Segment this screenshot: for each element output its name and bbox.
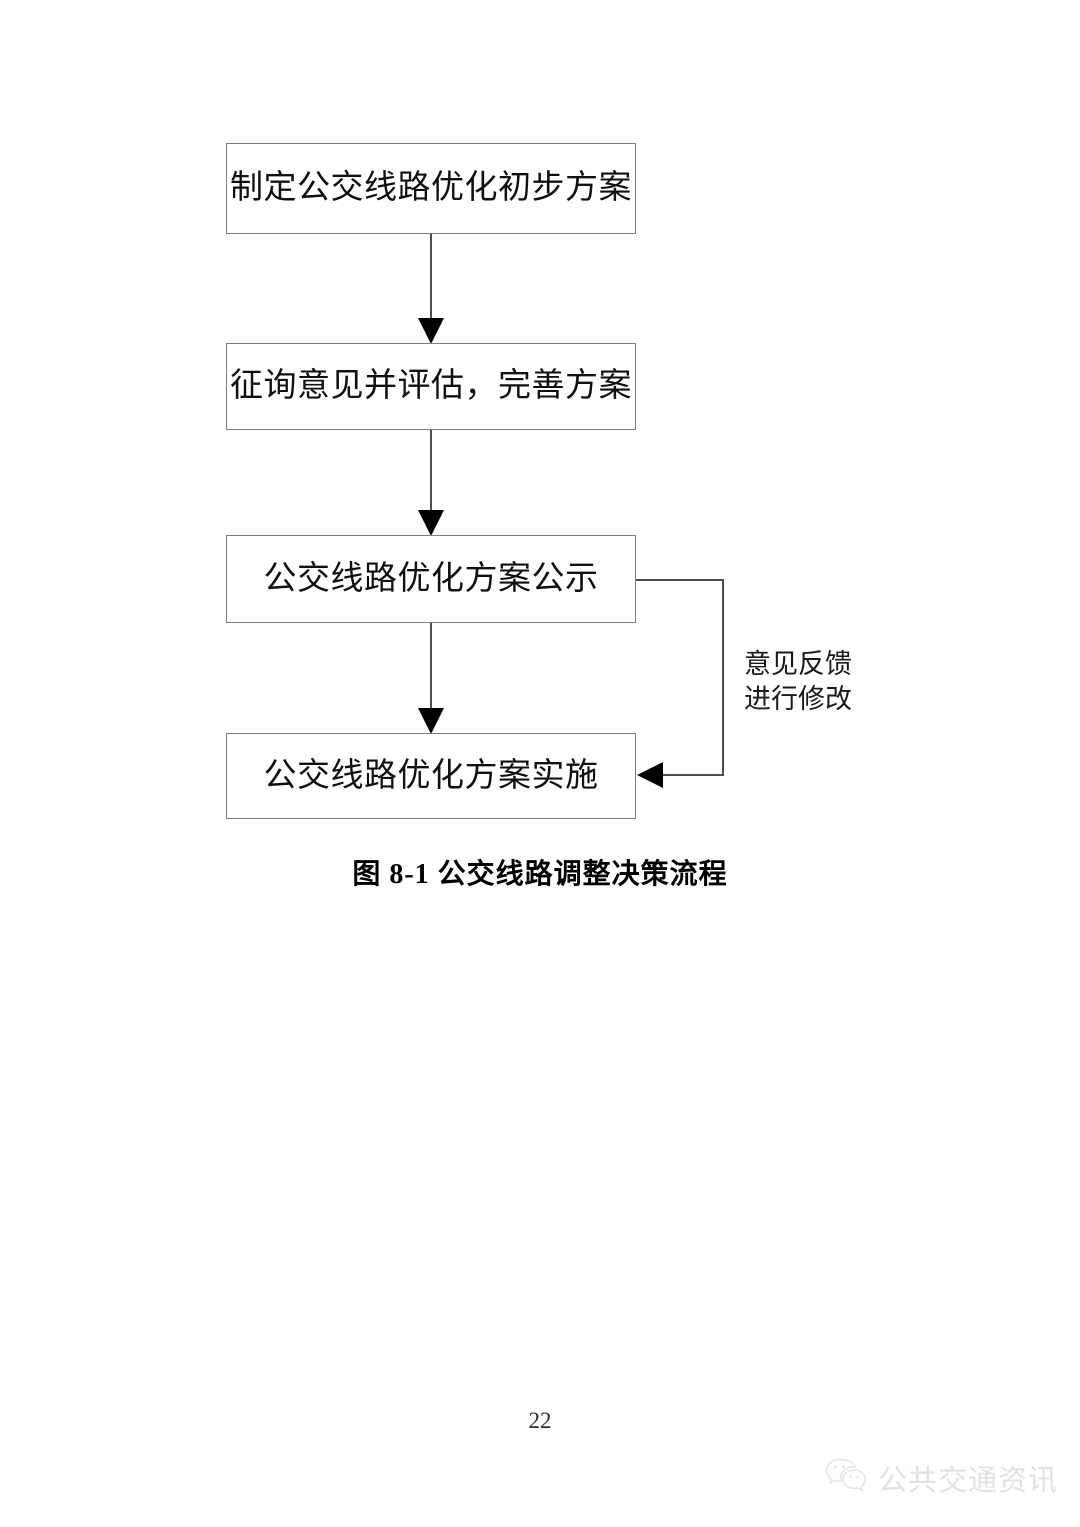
- flow-node-consult-evaluate: 征询意见并评估，完善方案: [226, 343, 636, 430]
- figure-caption: 图 8-1 公交线路调整决策流程: [352, 859, 728, 890]
- flow-node-label: 制定公交线路优化初步方案: [230, 170, 632, 207]
- flow-node-implement-plan: 公交线路优化方案实施: [226, 733, 636, 819]
- feedback-loop-label-line2: 进行修改: [744, 683, 852, 714]
- flow-node-publicize-plan: 公交线路优化方案公示: [226, 535, 636, 623]
- watermark-text: 公共交通资讯: [878, 1464, 1059, 1497]
- flow-node-label: 征询意见并评估，完善方案: [230, 368, 632, 405]
- feedback-loop-label-line1: 意见反馈: [744, 649, 852, 679]
- edge-n1-n2: [418, 234, 444, 344]
- edge-feedback-loop: [636, 579, 724, 788]
- flow-node-draft-plan: 制定公交线路优化初步方案: [226, 143, 636, 234]
- flowchart-connectors: [418, 234, 724, 788]
- wechat-icon: [824, 1456, 868, 1499]
- edge-n2-n3: [418, 430, 444, 536]
- flow-node-label: 公交线路优化方案公示: [263, 560, 599, 597]
- edge-n3-n4: [418, 623, 444, 734]
- feedback-loop-label: 意见反馈 进行修改: [744, 647, 852, 716]
- page-number: 22: [528, 1408, 552, 1433]
- watermark: 公共交通资讯: [824, 1456, 1058, 1499]
- flow-node-label: 公交线路优化方案实施: [263, 757, 599, 794]
